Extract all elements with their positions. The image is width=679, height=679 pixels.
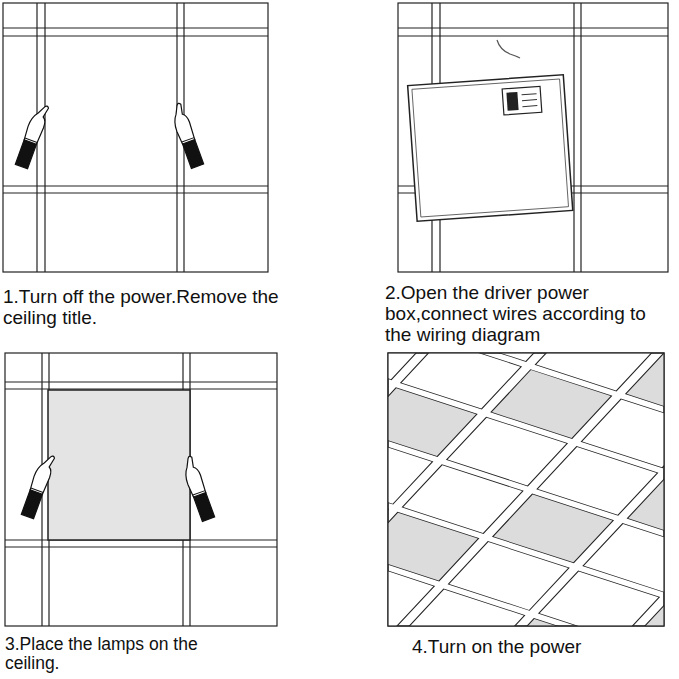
panel-place-lamp xyxy=(5,353,277,626)
ceiling-tile xyxy=(629,600,664,626)
panel-connect-wires xyxy=(398,3,668,272)
step-caption: 4.Turn on the power xyxy=(412,636,672,657)
step-caption: 1.Turn off the power.Remove the ceiling … xyxy=(3,286,303,328)
step-caption: 2.Open the driver power box,connect wire… xyxy=(385,282,677,345)
ceiling-tile xyxy=(404,589,524,626)
panel-power-on xyxy=(0,187,679,679)
panel-remove-tile xyxy=(3,3,268,272)
ceiling-tile xyxy=(494,618,614,626)
step-caption: 3.Place the lamps on the ceiling. xyxy=(5,635,245,673)
ceiling-tile xyxy=(539,571,659,626)
